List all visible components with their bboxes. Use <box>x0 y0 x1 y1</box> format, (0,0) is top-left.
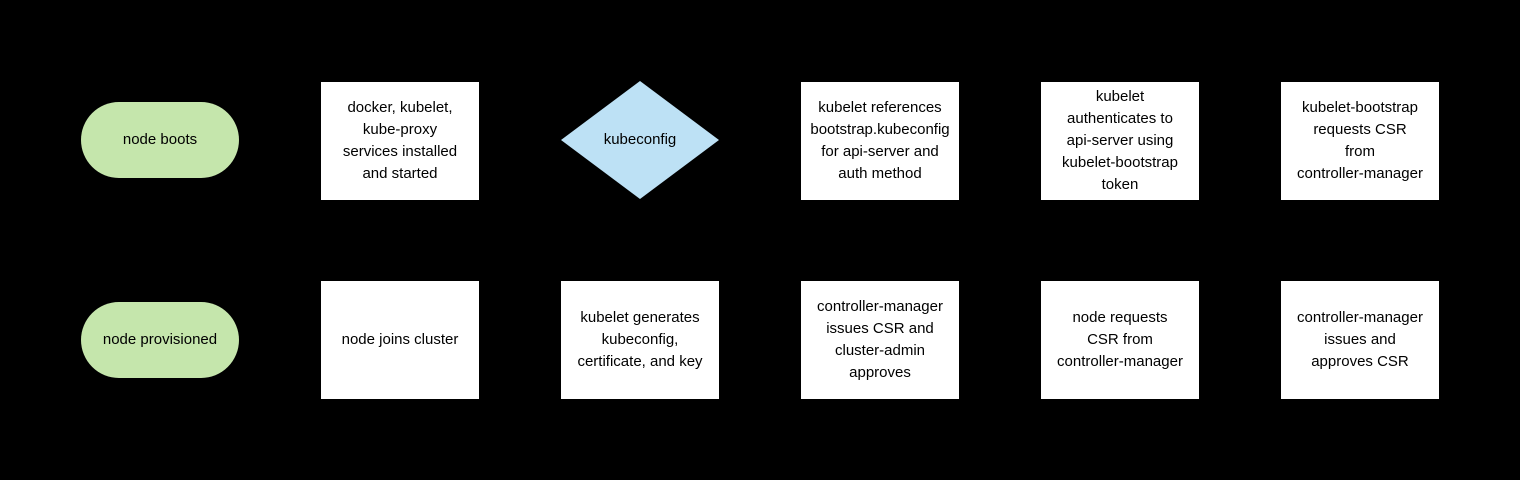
flow-node-kubeconfig-decision[interactable]: kubeconfig <box>561 81 719 199</box>
flow-node-label-kubelet-references-bootstrap: kubelet references bootstrap.kubeconfig … <box>810 99 950 182</box>
flow-node-kubelet-generates-kubeconfig[interactable]: kubelet generates kubeconfig, certificat… <box>561 281 719 399</box>
flow-node-kubelet-authenticates[interactable]: kubelet authenticates to api-server usin… <box>1041 82 1199 200</box>
flow-node-label-node-requests-csr: node requests CSR from controller-manage… <box>1057 309 1183 370</box>
flow-node-label-controller-manager-issues-csr: controller-manager issues CSR and cluste… <box>817 298 943 381</box>
flow-node-label-kubeconfig-decision: kubeconfig <box>603 131 677 148</box>
flow-node-kubelet-bootstrap-requests-csr[interactable]: kubelet-bootstrap requests CSR from cont… <box>1281 82 1439 200</box>
flow-node-label-node-joins-cluster: node joins cluster <box>341 331 459 348</box>
flow-node-kubelet-references-bootstrap[interactable]: kubelet references bootstrap.kubeconfig … <box>801 82 959 200</box>
flow-node-controller-manager-issues-approves[interactable]: controller-manager issues and approves C… <box>1281 281 1439 399</box>
flow-node-services-installed[interactable]: docker, kubelet, kube-proxy services ins… <box>321 82 479 200</box>
flow-node-label-kubelet-bootstrap-requests-csr: kubelet-bootstrap requests CSR from cont… <box>1297 99 1423 182</box>
flow-node-label-services-installed: docker, kubelet, kube-proxy services ins… <box>342 99 458 182</box>
flow-node-label-node-boots: node boots <box>122 131 198 148</box>
flow-node-label-controller-manager-issues-approves: controller-manager issues and approves C… <box>1297 309 1423 370</box>
flow-node-label-node-provisioned: node provisioned <box>102 331 218 348</box>
flow-node-controller-manager-issues-csr[interactable]: controller-manager issues CSR and cluste… <box>801 281 959 399</box>
flow-node-node-boots[interactable]: node boots <box>81 102 239 178</box>
flow-node-label-kubelet-authenticates: kubelet authenticates to api-server usin… <box>1062 88 1178 193</box>
flow-node-node-provisioned[interactable]: node provisioned <box>81 302 239 378</box>
flow-node-node-joins-cluster[interactable]: node joins cluster <box>321 281 479 399</box>
flow-node-label-kubelet-generates-kubeconfig: kubelet generates kubeconfig, certificat… <box>577 309 703 370</box>
flow-node-node-requests-csr[interactable]: node requests CSR from controller-manage… <box>1041 281 1199 399</box>
